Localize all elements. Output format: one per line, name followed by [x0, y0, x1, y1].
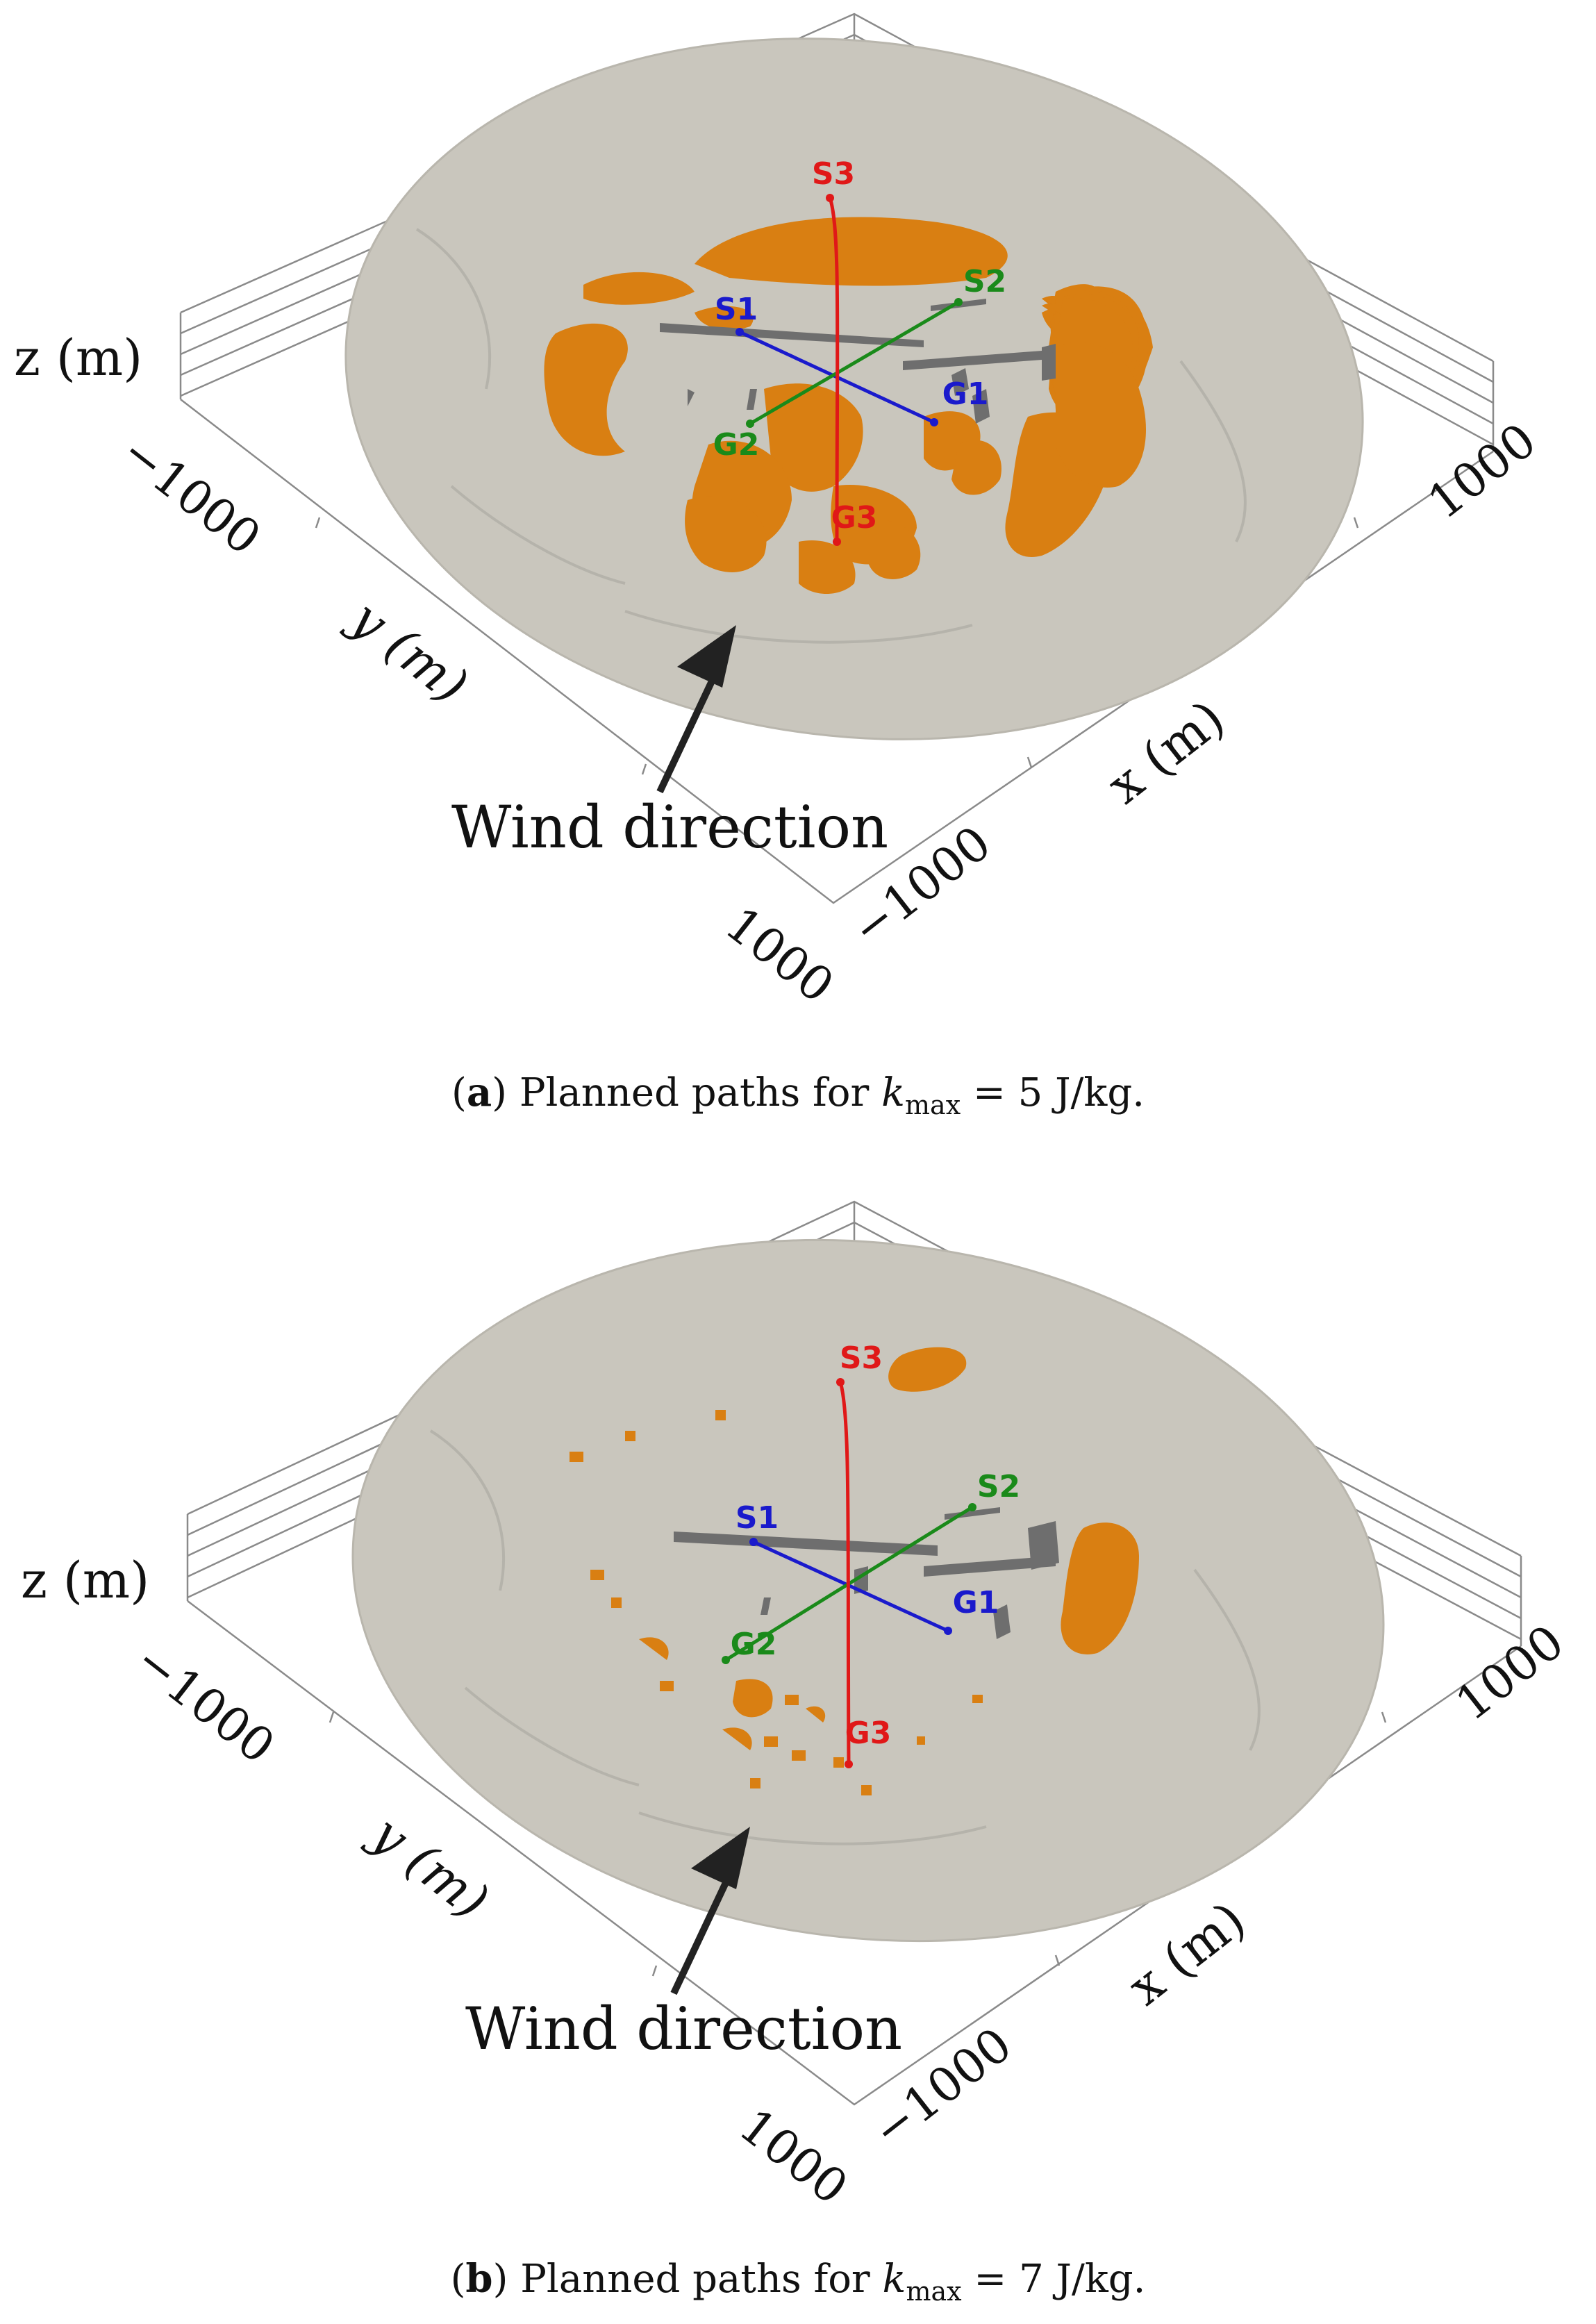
path-goal-label-g3-a: G3 [831, 500, 878, 536]
path-goal-label-g2-a: G2 [713, 427, 760, 463]
buildings-a [660, 299, 1056, 424]
path-start-label-s3-b: S3 [840, 1341, 883, 1376]
path-s1-g1-b [752, 1540, 949, 1633]
path-goal-label-g2-b: G2 [731, 1627, 777, 1662]
y-axis-tick-bottom-b: 1000 [729, 2098, 858, 2216]
x-axis-tick-right-b: 1000 [1446, 1615, 1574, 1732]
x-axis-tick-right-a: 1000 [1418, 413, 1547, 531]
planned-paths-a [735, 194, 963, 546]
plot-a: S1 G1 S2 G2 S3 G3 z (m) −1000 y (m) 1000… [14, 13, 1547, 1014]
terrain-ridges-b [429, 1429, 1261, 1845]
hazard-regions-a [544, 217, 1153, 594]
z-axis-label-a: z (m) [14, 329, 142, 387]
terrain-ridges-a [415, 228, 1247, 644]
path-s2-g2-a [749, 300, 960, 426]
caption-b: (b) Planned paths for kmax = 7 J/kg. [450, 2256, 1146, 2307]
x-axis-label-a: x (m) [1097, 688, 1236, 815]
path-goal-label-g1-b: G1 [953, 1585, 999, 1620]
y-axis-tick-top-a: −1000 [111, 424, 271, 566]
panel-a: S1 G1 S2 G2 S3 G3 z (m) −1000 y (m) 1000… [0, 0, 1596, 1139]
terrain-surface-a [344, 38, 1364, 740]
path-goal-label-g1-a: G1 [942, 376, 989, 412]
y-axis-label-a: y (m) [338, 587, 479, 715]
path-start-label-s1-b: S1 [735, 1500, 779, 1536]
path-s3-g3-b [838, 1381, 851, 1765]
path-start-label-s1-a: S1 [715, 292, 758, 327]
z-axis-label-b: z (m) [21, 1551, 149, 1609]
path-s3-g3-a [828, 197, 840, 542]
path-start-label-s2-b: S2 [977, 1469, 1020, 1504]
panel-b: S1 G1 S2 G2 S3 G3 z (m) −1000 y (m) 1000… [0, 1181, 1596, 2324]
path-goal-label-g3-b: G3 [845, 1716, 892, 1751]
y-axis-tick-bottom-a: 1000 [715, 897, 844, 1014]
wind-direction-label-b: Wind direction [465, 1995, 902, 2063]
planned-paths-b [722, 1378, 976, 1768]
path-start-label-s3-a: S3 [812, 156, 855, 192]
caption-a: (a) Planned paths for kmax = 5 J/kg. [451, 1070, 1145, 1121]
wind-arrow-b [670, 1827, 750, 1995]
hazard-regions-b [570, 1347, 1139, 1795]
path-start-label-s2-a: S2 [963, 264, 1006, 299]
wind-arrow-a [656, 625, 736, 794]
wind-direction-label-a: Wind direction [451, 793, 888, 861]
y-axis-tick-top-b: −1000 [125, 1633, 285, 1775]
plot-b: S1 G1 S2 G2 S3 G3 z (m) −1000 y (m) 1000… [21, 1200, 1574, 2216]
